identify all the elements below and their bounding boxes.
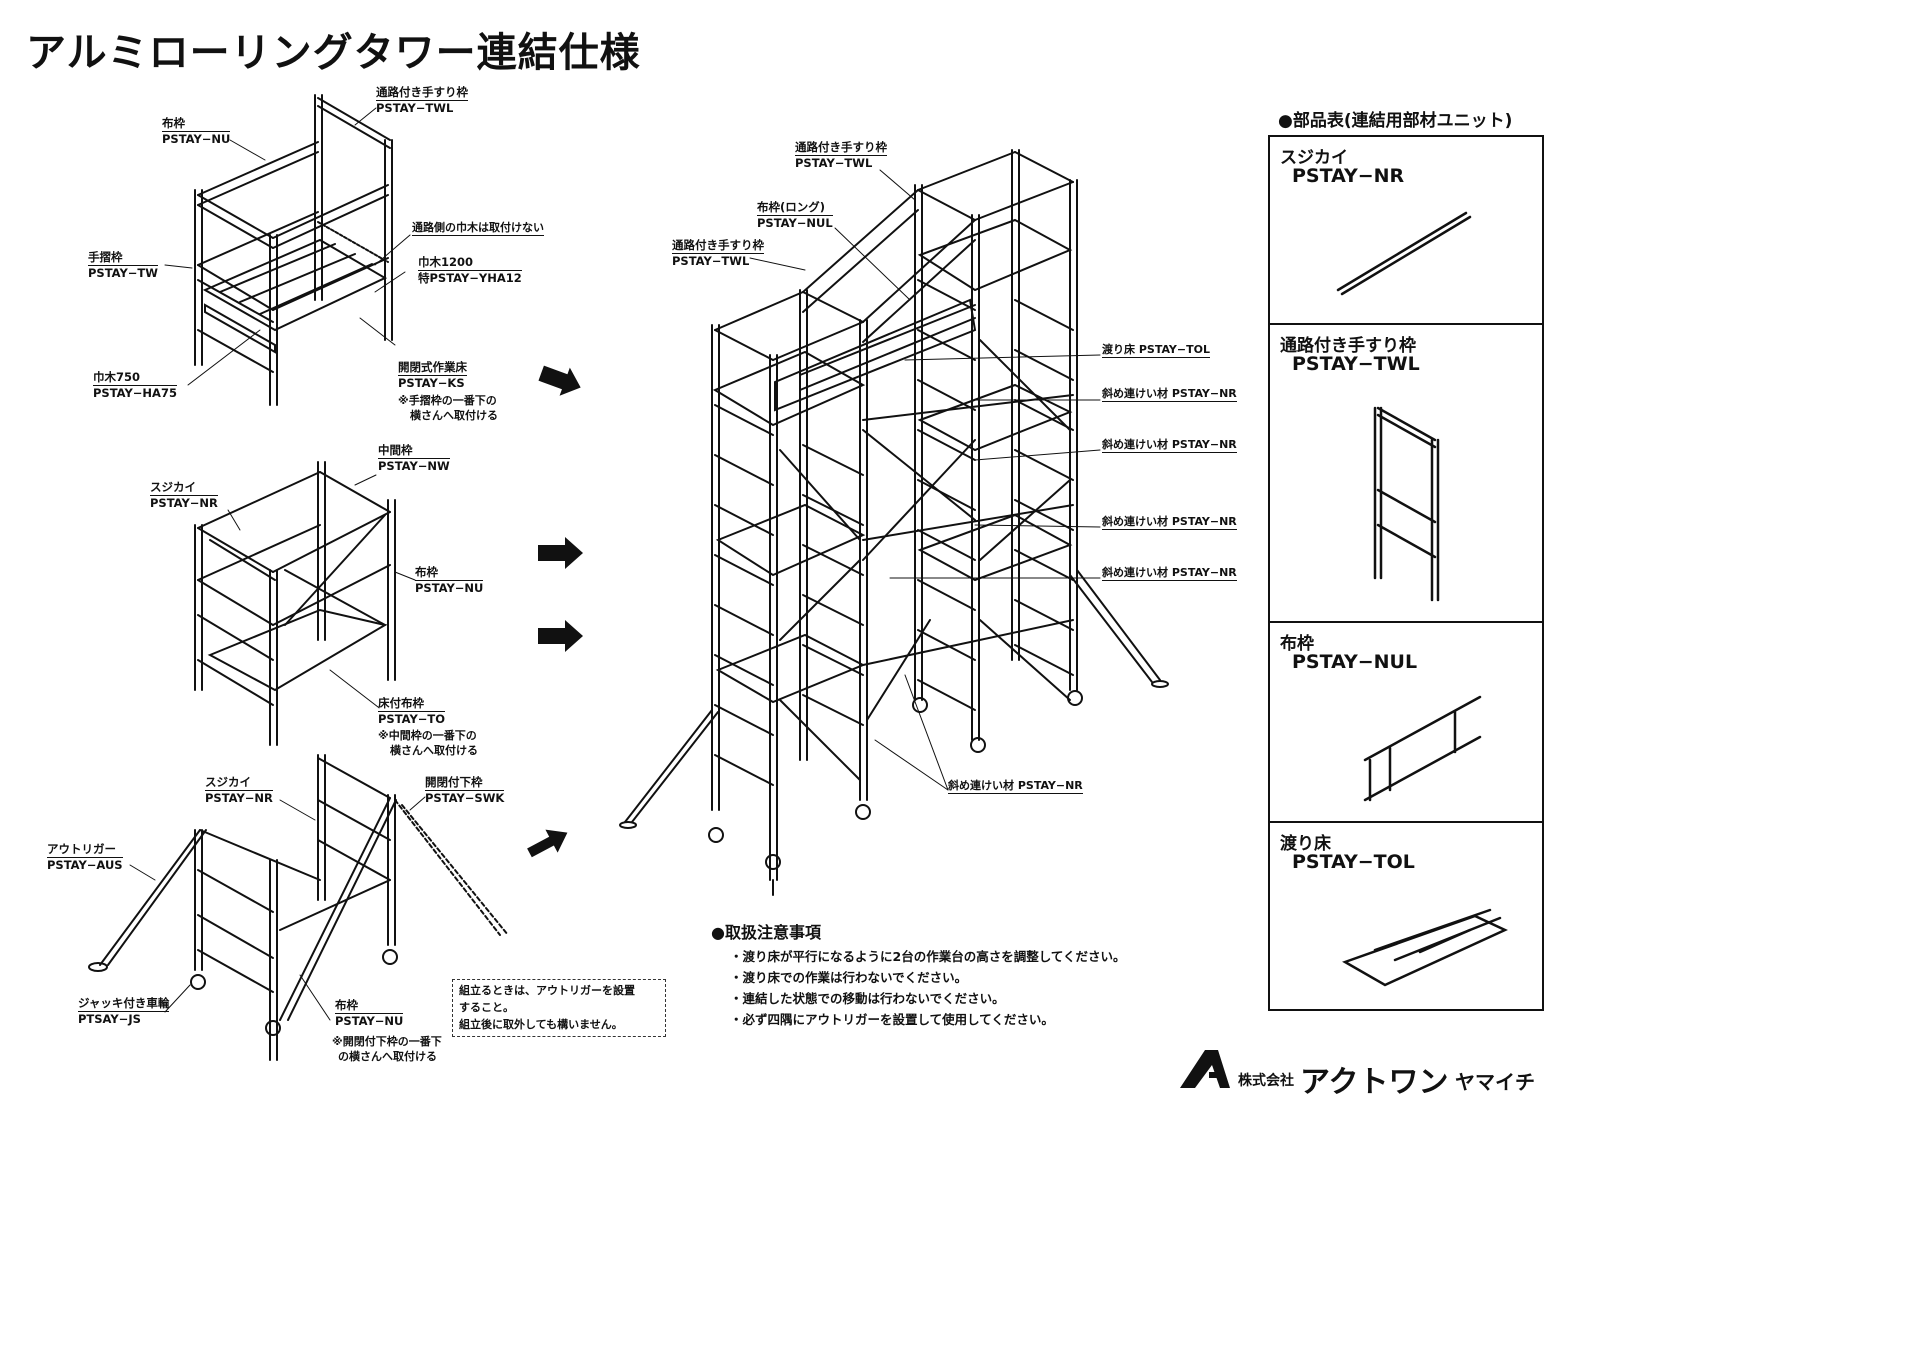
label-c-js: ジャッキ付き車輪 PTSAY−JS [78, 996, 170, 1026]
label-a-ks-note2: 横さんへ取付ける [410, 409, 498, 422]
label-m-nr2: 斜め連けい材 PSTAY−NR [1102, 438, 1237, 453]
label-m-twl2: 通路付き手すり枠 PSTAY−TWL [672, 238, 764, 268]
label-c-nu-note2: の横さんへ取付ける [338, 1050, 437, 1063]
company-suffix: ヤマイチ [1455, 1070, 1535, 1094]
caution-list: ・渡り床が平行になるように2台の作業台の高さを調整してください。 ・渡り床での作… [730, 946, 1125, 1030]
parts-item-code: PSTAY−NUL [1292, 651, 1418, 673]
parts-table-heading: ●部品表(連結用部材ユニット) [1278, 111, 1513, 131]
scaffold-drawings [88, 94, 1508, 1088]
label-m-nr3: 斜め連けい材 PSTAY−NR [1102, 515, 1237, 530]
company-logo-mark [1180, 1050, 1230, 1088]
leader-lines [129, 107, 1101, 1021]
label-a-twl: 通路付き手すり枠 PSTAY−TWL [376, 85, 468, 115]
assembly-a-drawing [194, 94, 393, 406]
label-m-twl1: 通路付き手すり枠 PSTAY−TWL [795, 140, 887, 170]
connected-tower-drawing [619, 149, 1169, 896]
label-a-yha: 巾木1200 特PSTAY−YHA12 [418, 255, 522, 285]
label-b-to-note2: 横さんへ取付ける [390, 744, 478, 757]
parts-item: 通路付き手すり枠 PSTAY−TWL [1270, 325, 1542, 623]
company-name: アクトワン [1300, 1065, 1449, 1100]
assembly-b-drawing [194, 461, 396, 746]
label-c-nu-note1: ※開閉付下枠の一番下 [332, 1035, 442, 1048]
label-b-to: 床付布枠 PSTAY−TO [378, 696, 446, 726]
parts-drawings [1336, 211, 1508, 987]
label-b-to-note1: ※中間枠の一番下の [378, 729, 477, 742]
caution-item: ・連結した状態での移動は行わないでください。 [730, 991, 1005, 1006]
caution-item: ・必ず四隅にアウトリガーを設置して使用してください。 [730, 1012, 1054, 1027]
label-c-nr: スジカイ PSTAY−NR [205, 775, 273, 805]
parts-item: スジカイ PSTAY−NR [1270, 137, 1542, 325]
parts-item-name: 渡り床 [1280, 834, 1331, 854]
label-a-tw: 手摺枠 PSTAY−TW [88, 250, 158, 280]
parts-item: 布枠 PSTAY−NUL [1270, 623, 1542, 823]
parts-item-name: 布枠 [1280, 634, 1314, 654]
page-title: アルミローリングタワー連結仕様 [26, 30, 641, 76]
caution-heading: ●取扱注意事項 [711, 923, 821, 942]
parts-item-code: PSTAY−NR [1292, 165, 1405, 187]
label-m-nr5: 斜め連けい材 PSTAY−NR [948, 779, 1083, 794]
parts-item: 渡り床 PSTAY−TOL [1270, 823, 1542, 1009]
parts-item-code: PSTAY−TWL [1292, 353, 1420, 375]
label-a-ha: 巾木750 PSTAY−HA75 [93, 370, 177, 400]
label-b-nu: 布枠 PSTAY−NU [415, 565, 484, 595]
company-prefix: 株式会社 [1238, 1073, 1294, 1089]
label-a-ks: 開閉式作業床 PSTAY−KS [398, 360, 467, 390]
label-a-ks-note1: ※手摺枠の一番下の [398, 394, 497, 407]
label-c-swk: 開閉付下枠 PSTAY−SWK [425, 775, 505, 805]
label-a-side-note: 通路側の巾木は取付けない [412, 221, 544, 236]
label-c-aus: アウトリガー PSTAY−AUS [47, 842, 123, 872]
parts-item-code: PSTAY−TOL [1292, 851, 1415, 873]
label-m-nr1: 斜め連けい材 PSTAY−NR [1102, 387, 1237, 402]
assembly-c-drawing [88, 754, 509, 1061]
parts-item-name: スジカイ [1280, 148, 1348, 168]
caution-item: ・渡り床での作業は行わないでください。 [730, 970, 968, 985]
label-m-nul: 布枠(ロング) PSTAY−NUL [757, 200, 833, 230]
parts-table: スジカイ PSTAY−NR 通路付き手すり枠 PSTAY−TWL 布枠 PSTA… [1268, 135, 1544, 1011]
label-m-nr4: 斜め連けい材 PSTAY−NR [1102, 566, 1237, 581]
arrows [527, 365, 583, 858]
label-m-tol: 渡り床 PSTAY−TOL [1102, 343, 1210, 358]
label-a-nu: 布枠 PSTAY−NU [162, 116, 231, 146]
parts-item-name: 通路付き手すり枠 [1280, 336, 1416, 356]
outrigger-install-note: 組立るときは、アウトリガーを設置 すること。 組立後に取外しても構いません。 [452, 979, 666, 1037]
label-b-nr: スジカイ PSTAY−NR [150, 480, 218, 510]
caution-item: ・渡り床が平行になるように2台の作業台の高さを調整してください。 [730, 949, 1126, 964]
label-c-nu: 布枠 PSTAY−NU [335, 998, 404, 1028]
label-b-nw: 中間枠 PSTAY−NW [378, 443, 450, 473]
